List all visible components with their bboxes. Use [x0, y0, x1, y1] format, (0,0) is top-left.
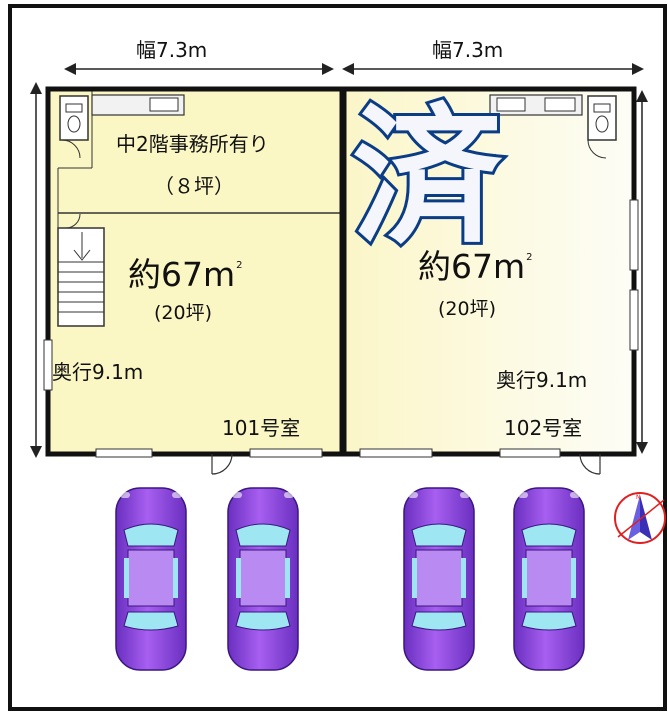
parking-area	[115, 487, 585, 671]
width-label-right: 幅7.3m	[432, 38, 504, 62]
room-102-area: 約67m2	[418, 247, 533, 286]
depth-label-left: 奥行9.1m	[52, 360, 144, 384]
parked-car-4	[513, 487, 585, 671]
room-102-number: 102号室	[504, 416, 583, 440]
parked-car-1	[115, 487, 187, 671]
page-frame	[8, 4, 667, 711]
room-101-number: 101号室	[222, 416, 301, 440]
mezzanine-tsubo: （８坪）	[154, 174, 234, 198]
depth-label-right: 奥行9.1m	[496, 368, 588, 392]
completed-stamp: 済	[349, 89, 505, 265]
width-label-left: 幅7.3m	[136, 38, 208, 62]
staircase-101	[57, 213, 105, 327]
room-102-tsubo: (20坪)	[438, 298, 497, 320]
parked-car-2	[227, 487, 299, 671]
room-102-fill	[346, 91, 632, 452]
mezzanine-note: 中2階事務所有り	[116, 132, 269, 156]
compass-letter: N	[636, 494, 641, 501]
room-101-tsubo: (20坪)	[154, 302, 213, 324]
parked-car-3	[403, 487, 475, 671]
room-101-area: 約67m2	[128, 255, 243, 294]
compass-north-icon	[614, 492, 666, 544]
